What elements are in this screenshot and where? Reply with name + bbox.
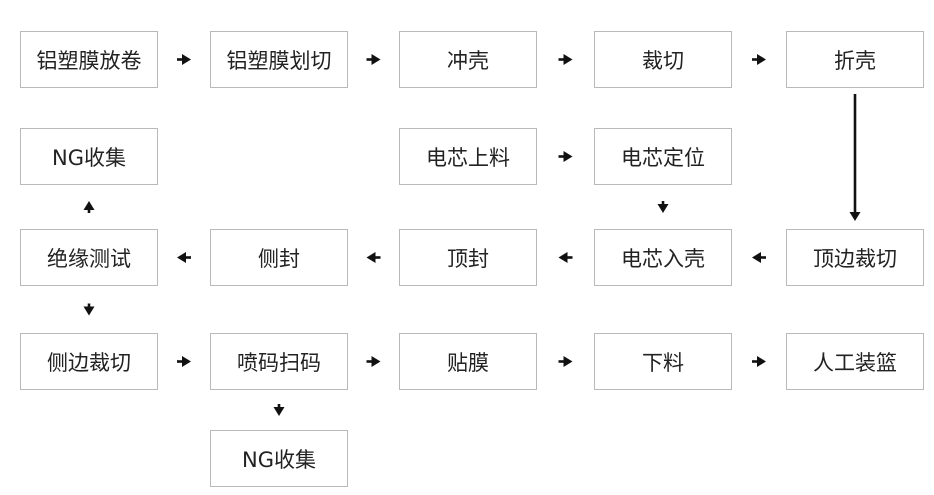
- node-label: 侧封: [258, 246, 300, 271]
- node-aluminum-film-slitting: 铝塑膜划切: [210, 31, 348, 88]
- arrow-n13-to-n12: [752, 252, 766, 263]
- node-label: NG收集: [242, 447, 316, 472]
- node-cell-loading: 电芯上料: [399, 128, 537, 185]
- arrow-n17-to-n18: [752, 356, 766, 367]
- node-label: 绝缘测试: [47, 246, 131, 271]
- node-film-lamination: 贴膜: [399, 333, 537, 390]
- arrow-n16-to-n17: [558, 356, 573, 367]
- node-label: 顶边裁切: [813, 246, 897, 271]
- node-cell-positioning: 电芯定位: [594, 128, 732, 185]
- node-aluminum-film-unwind: 铝塑膜放卷: [20, 31, 158, 88]
- node-label: 下料: [642, 350, 684, 375]
- arrow-n15-to-n16: [366, 356, 381, 367]
- node-label: 贴膜: [447, 350, 489, 375]
- node-side-sealing: 侧封: [210, 229, 348, 286]
- arrow-n2-to-n3: [366, 54, 381, 65]
- arrow-n4-to-n5: [752, 54, 766, 65]
- node-pouch-folding: 折壳: [786, 31, 924, 88]
- node-cell-insertion: 电芯入壳: [594, 229, 732, 286]
- node-label: 冲壳: [447, 48, 489, 73]
- node-label: 侧边裁切: [47, 350, 131, 375]
- node-label: 电芯上料: [426, 145, 510, 170]
- node-label: 铝塑膜放卷: [36, 48, 142, 73]
- node-label: 电芯入壳: [621, 246, 705, 271]
- node-unloading: 下料: [594, 333, 732, 390]
- node-top-edge-trim: 顶边裁切: [786, 229, 924, 286]
- node-manual-basket-loading: 人工装篮: [786, 333, 924, 390]
- node-label: 电芯定位: [621, 145, 705, 170]
- node-top-sealing: 顶封: [399, 229, 537, 286]
- arrow-n1-to-n2: [177, 54, 191, 65]
- node-cup-forming: 冲壳: [399, 31, 537, 88]
- node-label: 人工装篮: [813, 350, 897, 375]
- node-ng-collection-2: NG收集: [210, 430, 348, 487]
- node-label: 折壳: [834, 48, 876, 73]
- arrow-n15-to-n19: [273, 404, 285, 416]
- node-label: 喷码扫码: [237, 350, 321, 375]
- node-label: 铝塑膜划切: [226, 48, 332, 73]
- arrow-n7-to-n8: [558, 151, 573, 162]
- node-side-edge-trim: 侧边裁切: [20, 333, 158, 390]
- node-inkjet-scan: 喷码扫码: [210, 333, 348, 390]
- arrow-n5-to-n13: [849, 94, 861, 221]
- arrow-n9-to-n6: [83, 201, 95, 213]
- arrow-n11-to-n10: [366, 252, 381, 263]
- node-label: NG收集: [52, 145, 126, 170]
- arrow-n12-to-n11: [558, 252, 573, 263]
- node-label: 顶封: [447, 246, 489, 271]
- arrow-n9-to-n14: [83, 303, 95, 316]
- node-insulation-test: 绝缘测试: [20, 229, 158, 286]
- arrow-n3-to-n4: [558, 54, 573, 65]
- node-cutting: 裁切: [594, 31, 732, 88]
- node-ng-collection-1: NG收集: [20, 128, 158, 185]
- node-label: 裁切: [642, 48, 684, 73]
- arrow-n10-to-n9: [177, 252, 191, 263]
- arrow-n8-to-n12: [657, 201, 669, 213]
- arrow-n14-to-n15: [177, 356, 191, 367]
